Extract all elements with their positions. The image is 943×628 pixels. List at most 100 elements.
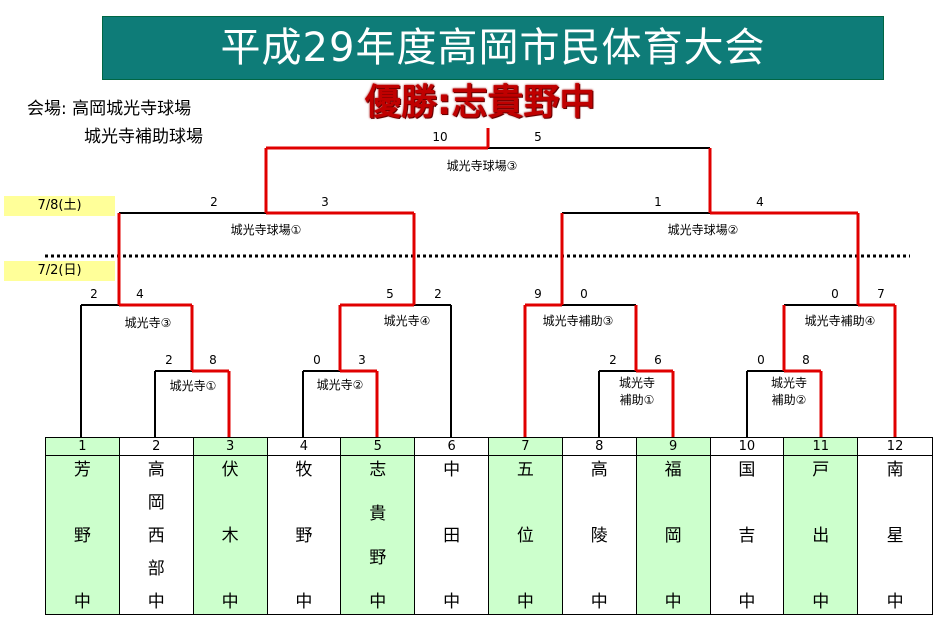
team-number: 2 — [119, 438, 193, 456]
team-name-char: 中 — [738, 592, 756, 612]
team-name-char: 中 — [295, 592, 313, 612]
team-number: 7 — [489, 438, 562, 456]
team-number: 11 — [784, 438, 858, 456]
champion-label: 優勝:志貴野中 — [365, 82, 596, 123]
team-number: 5 — [341, 438, 415, 456]
team-name-char: 出 — [812, 526, 830, 546]
score-left: 0 — [313, 353, 321, 367]
date-round2: 7/8(土) — [4, 196, 115, 216]
score-right: 4 — [756, 195, 764, 209]
team-name: 南星中 — [858, 456, 932, 614]
score-left: 2 — [609, 353, 617, 367]
score-left: 10 — [432, 130, 447, 144]
team-name-char: 野 — [73, 526, 91, 546]
team-name-char: 中 — [443, 460, 461, 480]
team-number: 1 — [46, 438, 119, 456]
score-right: 3 — [358, 353, 366, 367]
team-name-char: 高 — [147, 460, 165, 480]
match-label-line: 城光寺 — [619, 376, 655, 390]
team-name-char: 部 — [147, 559, 165, 579]
team-name-char: 貴 — [369, 504, 387, 524]
team-column: 4 牧野中 — [267, 438, 342, 614]
team-name-char: 中 — [590, 592, 608, 612]
team-name: 戸出中 — [784, 456, 857, 614]
team-number: 3 — [193, 438, 267, 456]
match-label: 城光寺補助③ — [543, 314, 614, 328]
team-name-char: 志 — [369, 460, 387, 480]
venue-line-2: 城光寺補助球場 — [84, 127, 203, 147]
score-left: 0 — [831, 287, 839, 301]
score-left: 2 — [90, 287, 98, 301]
score-left: 1 — [654, 195, 662, 209]
team-name: 高陵中 — [563, 456, 636, 614]
team-name-char: 中 — [443, 592, 461, 612]
team-number: 12 — [858, 438, 932, 456]
team-name-char: 高 — [590, 460, 608, 480]
team-name-char: 西 — [147, 526, 165, 546]
match-label: 城光寺球場③ — [447, 159, 518, 173]
date-round1: 7/2(日) — [4, 261, 115, 281]
match-label: 城光寺④ — [384, 314, 431, 328]
team-name: 伏木中 — [194, 456, 267, 614]
team-name: 高岡西部中 — [120, 456, 193, 614]
match-label: 城光寺球場① — [231, 223, 302, 237]
match-label: 城光寺③ — [125, 316, 172, 330]
team-name-char: 岡 — [664, 526, 682, 546]
team-number: 6 — [415, 438, 488, 456]
score-left: 5 — [386, 287, 394, 301]
team-name-char: 中 — [516, 592, 534, 612]
team-column: 1 芳野中 — [46, 438, 120, 614]
team-number: 8 — [562, 438, 636, 456]
score-right: 8 — [802, 353, 810, 367]
score-right: 8 — [209, 353, 217, 367]
team-name: 国吉中 — [711, 456, 784, 614]
team-name-char: 中 — [812, 592, 830, 612]
team-column: 5 志貴野中 — [341, 438, 416, 614]
match-label-line: 補助② — [772, 393, 807, 407]
team-name-char: 中 — [369, 592, 387, 612]
score-left: 2 — [165, 353, 173, 367]
team-number: 10 — [710, 438, 784, 456]
team-name-char: 牧 — [295, 460, 313, 480]
team-number: 4 — [267, 438, 341, 456]
match-label: 城光寺① — [170, 379, 217, 393]
team-name-char: 位 — [516, 526, 534, 546]
match-label: 城光寺② — [317, 378, 364, 392]
team-name-char: 陵 — [590, 526, 608, 546]
team-name-char: 中 — [221, 592, 239, 612]
match-label: 城光寺球場② — [668, 223, 739, 237]
team-name-char: 田 — [443, 526, 461, 546]
team-name-char: 芳 — [73, 460, 91, 480]
match-label: 城光寺補助④ — [805, 314, 876, 328]
team-name-char: 星 — [886, 526, 904, 546]
score-right: 0 — [580, 287, 588, 301]
team-name-char: 吉 — [738, 526, 756, 546]
team-name-char: 野 — [369, 548, 387, 568]
team-name-char: 福 — [664, 460, 682, 480]
score-left: 9 — [534, 287, 542, 301]
team-name-char: 南 — [886, 460, 904, 480]
team-name-char: 五 — [516, 460, 534, 480]
title-banner: 平成29年度高岡市民体育大会 — [102, 16, 884, 80]
score-left: 2 — [210, 195, 218, 209]
team-name-char: 伏 — [221, 460, 239, 480]
score-left: 0 — [757, 353, 765, 367]
team-name-char: 中 — [73, 592, 91, 612]
team-name-char: 野 — [295, 526, 313, 546]
team-name-char: 中 — [886, 592, 904, 612]
team-name-char: 木 — [221, 526, 239, 546]
score-right: 3 — [321, 195, 329, 209]
score-right: 6 — [654, 353, 662, 367]
score-right: 4 — [136, 287, 144, 301]
team-name: 五位中 — [489, 456, 562, 614]
